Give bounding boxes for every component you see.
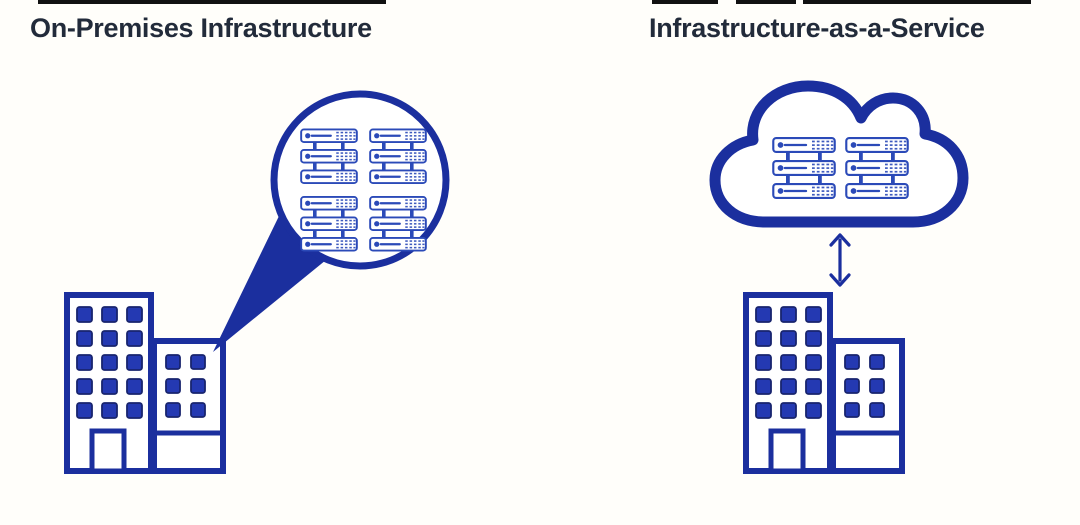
cropped-content-artifact-bar: [736, 0, 796, 4]
server-icon: [369, 128, 427, 143]
cropped-content-artifact-bar: [652, 0, 718, 4]
bidirectional-arrow-icon: [829, 233, 851, 287]
cloud-icon: [709, 80, 969, 228]
server-icon: [369, 196, 427, 211]
cloud-server-rack-group: [772, 137, 909, 199]
server-icon: [772, 183, 836, 199]
server-icon: [845, 137, 909, 153]
server-icon: [300, 149, 358, 164]
building-icon: [746, 295, 902, 471]
server-icon: [300, 169, 358, 184]
server-icon: [369, 149, 427, 164]
right-panel-title: Infrastructure-as-a-Service: [649, 13, 985, 43]
server-icon: [772, 137, 836, 153]
server-icon: [845, 160, 909, 176]
iaas-diagram: [709, 80, 969, 471]
server-icon: [369, 169, 427, 184]
cloud-outline: [709, 80, 969, 228]
cropped-content-artifact-bar: [803, 0, 1031, 4]
server-icon: [369, 237, 427, 252]
server-icon: [300, 196, 358, 211]
callout-wedge: [213, 216, 326, 352]
on-premises-diagram: [67, 90, 450, 471]
rack-connectors: [786, 151, 895, 185]
left-panel-title: On-Premises Infrastructure: [30, 13, 372, 43]
server-icon: [300, 216, 358, 231]
server-icon: [772, 160, 836, 176]
server-icon: [845, 183, 909, 199]
cropped-content-artifact-bar: [38, 0, 386, 4]
server-icon: [369, 216, 427, 231]
building-icon: [67, 295, 223, 471]
server-rack-group: [300, 128, 427, 252]
rack-connectors: [313, 141, 414, 238]
server-icon: [300, 237, 358, 252]
server-icon: [300, 128, 358, 143]
